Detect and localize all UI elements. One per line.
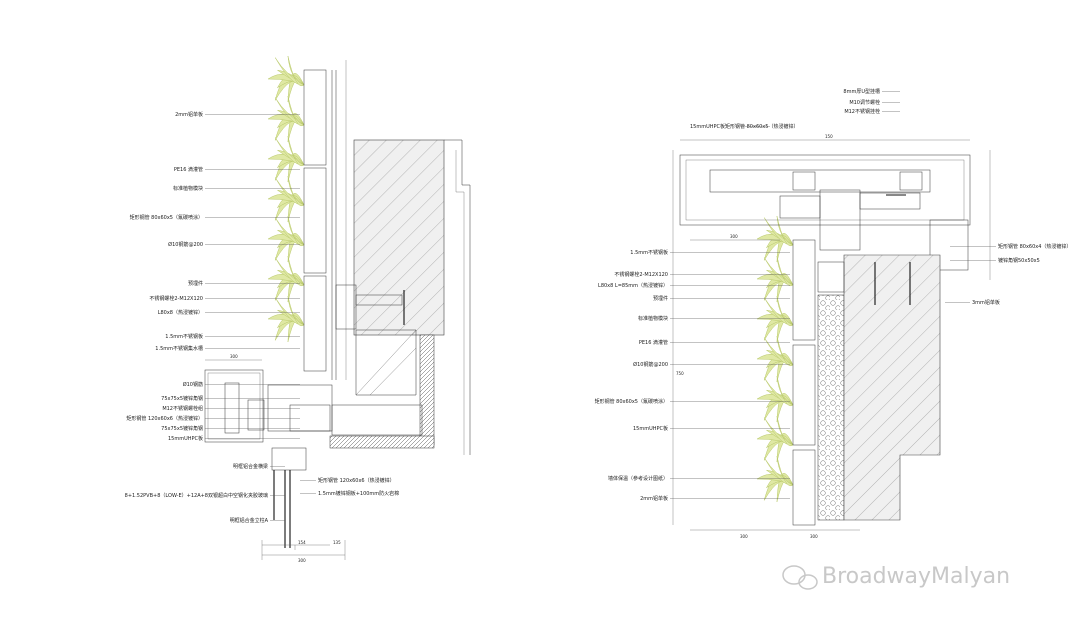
leader-label: 8mm厚U型挂槽 xyxy=(843,88,880,95)
plant-leaf xyxy=(763,217,794,246)
leader-label: PE16 滴灌管 xyxy=(639,339,668,346)
plant-leaf xyxy=(274,177,305,206)
plant-leaf xyxy=(763,337,794,366)
leader-label: Ø10钢筋@200 xyxy=(633,361,668,368)
leader-label: 矩形钢管 80x60x5（氟碳喷涂） xyxy=(595,398,668,405)
plant-leaf xyxy=(776,376,794,407)
leader-label: 明框铝合金横梁 xyxy=(233,463,268,470)
uhpc-cap xyxy=(679,154,971,226)
leader-label: 预埋件 xyxy=(188,280,203,287)
right-section: 150 300 750 300 300 8mm厚U型挂槽 M10调节螺栓 M12不锈… xyxy=(595,88,1072,539)
leader-label: L80x8（热浸镀锌） xyxy=(158,309,203,316)
leader-label: 3mm铝单板 xyxy=(972,299,1000,306)
plant-module-panel xyxy=(303,167,327,274)
dim-150: 150 xyxy=(825,134,833,139)
plant-module-panel xyxy=(303,69,327,166)
plant-leaf xyxy=(287,216,305,247)
leader-label: 矩形钢管 120x60x6（热浸镀锌） xyxy=(126,415,203,422)
leader-label: 预埋件 xyxy=(653,295,668,302)
dim-300-a: 300 xyxy=(230,354,238,359)
leader-label: 矩形钢管 120x60x6（热浸镀锌） xyxy=(318,477,395,484)
wechat-icon xyxy=(782,565,818,590)
plant-leaf xyxy=(287,56,305,87)
leader-label: 矩形钢管 80x60x5（氟碳喷涂） xyxy=(130,214,203,221)
dim-750: 750 xyxy=(676,371,684,376)
plant-leaf xyxy=(776,416,794,447)
plant-leaf xyxy=(287,176,305,207)
leader-label: Ø10钢筋@200 xyxy=(168,241,203,248)
plant-leaf xyxy=(274,297,305,326)
leader-label: 矩形钢管 80x60x4（热浸镀锌） xyxy=(998,243,1071,250)
dim-300-bottom: 300 xyxy=(740,534,748,539)
plant-leaf xyxy=(287,136,305,167)
uhpc-enclosure xyxy=(204,369,264,443)
leader-label: PE16 滴灌管 xyxy=(174,166,203,173)
plant-module-panel xyxy=(303,275,327,372)
plant-module-panel xyxy=(792,344,816,446)
leader-label: 镀锌角钢50x50x5 xyxy=(998,257,1040,264)
glazing-mullion xyxy=(271,447,307,471)
dim-300-b: 300 xyxy=(298,558,306,563)
steel-bracket xyxy=(335,284,357,330)
plant-leaf xyxy=(274,57,305,86)
plant-leaf xyxy=(776,456,794,487)
leader-label: 1.5mm不锈钢板 xyxy=(165,333,203,340)
leader-label: 2mm铝单板 xyxy=(640,495,668,502)
leader-label: L80x8 L=85mm（热浸镀锌） xyxy=(598,282,668,289)
leader-label: 明框铝合金立柱A xyxy=(230,517,269,524)
concrete-wall xyxy=(353,139,445,336)
left-section: 300 154 135 300 2mm铝单板 PE16 滴灌管标准植物模块矩形钢管… xyxy=(125,56,471,563)
plant-foliage-right xyxy=(756,216,794,502)
plant-leaf xyxy=(274,97,305,126)
dim-135: 135 xyxy=(333,540,341,545)
right-label-group: 8mm厚U型挂槽 M10调节螺栓 M12不锈钢挂栓 15mmUHPC板 矩形钢管 80x… xyxy=(595,88,1072,502)
leader-label: 标准植物模块 xyxy=(638,315,668,322)
watermark: BroadwayMalyan xyxy=(782,564,1010,590)
leader-label: 1.5mm不锈钢集水槽 xyxy=(155,345,203,352)
leader-label: 15mmUHPC板 xyxy=(633,425,668,432)
plant-module-panel xyxy=(792,449,816,526)
steel-bracket xyxy=(355,294,403,306)
leader-label: M12不锈钢螺栓组 xyxy=(162,405,203,412)
plant-foliage-left xyxy=(267,56,305,342)
plant-leaf xyxy=(776,256,794,287)
plant-leaf xyxy=(763,377,794,406)
leader-label: 2mm铝单板 xyxy=(175,111,203,118)
dim-154: 154 xyxy=(298,540,306,545)
leader-label: 不锈钢螺栓2-M12X120 xyxy=(149,295,203,302)
watermark-text: BroadwayMalyan xyxy=(822,564,1010,589)
plant-leaf xyxy=(287,296,305,327)
leader-label: M10调节螺栓 xyxy=(849,99,880,106)
concrete-wall xyxy=(843,254,941,521)
leader-label: 1.5mm不锈钢板 xyxy=(630,249,668,256)
leader-label: 75x75x5镀锌角钢 xyxy=(161,395,203,402)
dim-300-bottom-b: 300 xyxy=(810,534,818,539)
plant-leaf xyxy=(287,96,305,127)
leader-label: M12不锈钢挂栓 xyxy=(844,108,880,115)
plant-leaf xyxy=(776,216,794,247)
leader-label: 75x75x5镀锌角钢 xyxy=(161,425,203,432)
leader-label: 8+1.52PVB+8（LOW-E）+12A+8双银超白中空钢化夹胶玻璃 xyxy=(125,492,268,499)
plant-leaf xyxy=(776,296,794,327)
plant-leaf xyxy=(274,137,305,166)
leader-label: 1.5mm镀锌钢板+100mm防火岩棉 xyxy=(318,490,399,497)
plant-leaf xyxy=(763,417,794,446)
wall-insulation xyxy=(817,294,845,521)
leader-label: 不锈钢螺栓2-M12X120 xyxy=(614,271,668,278)
leader-label: Ø10钢筋 xyxy=(183,381,203,388)
fire-insulation xyxy=(329,435,435,449)
plant-module-panel xyxy=(792,239,816,341)
leader-label: 标准植物模块 xyxy=(173,185,203,192)
leader-label: 15mmUHPC板 xyxy=(168,435,203,442)
leader-label: 墙体保温（参考设计图纸） xyxy=(608,475,668,482)
plant-leaf xyxy=(763,257,794,286)
plant-leaf xyxy=(776,336,794,367)
dim-300: 300 xyxy=(730,234,738,239)
plant-leaf xyxy=(287,256,305,287)
